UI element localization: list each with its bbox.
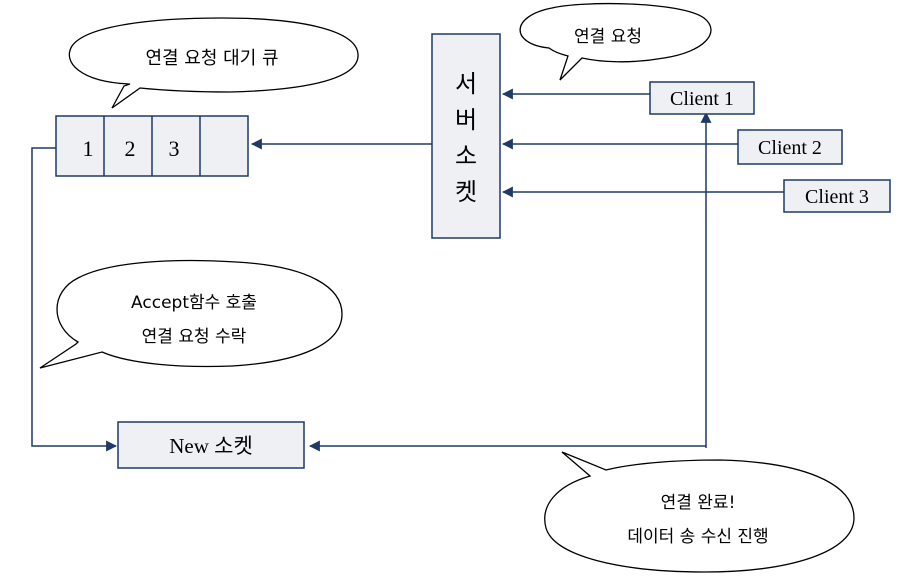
- client-3: Client 3: [783, 179, 891, 213]
- bubble-text: 연결 요청 수락: [142, 327, 247, 347]
- client-3-label: Client 3: [805, 186, 869, 208]
- new-socket-box: [117, 421, 305, 469]
- speech-bubble: [544, 451, 855, 573]
- server-socket-char: 버: [455, 106, 477, 134]
- server-socket: 서 버 소 켓: [431, 33, 501, 239]
- connection-queue: 1 2 3: [55, 115, 249, 177]
- speech-bubble: [519, 2, 712, 81]
- connections: [31, 88, 784, 452]
- client-3-box: [783, 179, 891, 213]
- bubble-text: 데이터 송 수신 진행: [627, 527, 768, 547]
- queue-slot: 1: [83, 136, 94, 161]
- new-socket: New 소켓: [117, 421, 305, 469]
- new-socket-label: New 소켓: [169, 434, 253, 458]
- server-socket-char: 켓: [455, 178, 477, 206]
- client-2-box: [737, 129, 843, 165]
- bubble-text: Accept함수 호출: [131, 293, 257, 313]
- client-2: Client 2: [737, 129, 843, 165]
- client-2-label: Client 2: [758, 137, 822, 159]
- bubble-complete: 연결 완료! 데이터 송 수신 진행: [544, 451, 855, 573]
- bubble-text: 연결 요청: [574, 27, 642, 47]
- accept-arrow: [31, 147, 118, 452]
- client-1-box: [649, 81, 755, 115]
- bubble-accept: Accept함수 호출 연결 요청 수락: [39, 259, 343, 369]
- client-1-label: Client 1: [670, 88, 734, 110]
- server-socket-char: 서: [455, 70, 477, 98]
- queue-slot: 3: [169, 136, 180, 161]
- bubble-text: 연결 요청 대기 큐: [145, 48, 278, 69]
- server-socket-box: [431, 33, 501, 239]
- bubble-wait-queue: 연결 요청 대기 큐: [68, 17, 359, 109]
- bubble-text: 연결 완료!: [661, 493, 736, 513]
- queue-slot: 2: [125, 136, 136, 161]
- server-socket-char: 소: [455, 142, 477, 170]
- client-1: Client 1: [649, 81, 755, 115]
- speech-bubble: [68, 17, 359, 109]
- bubble-connection-request: 연결 요청: [519, 2, 712, 81]
- speech-bubble: [39, 259, 343, 369]
